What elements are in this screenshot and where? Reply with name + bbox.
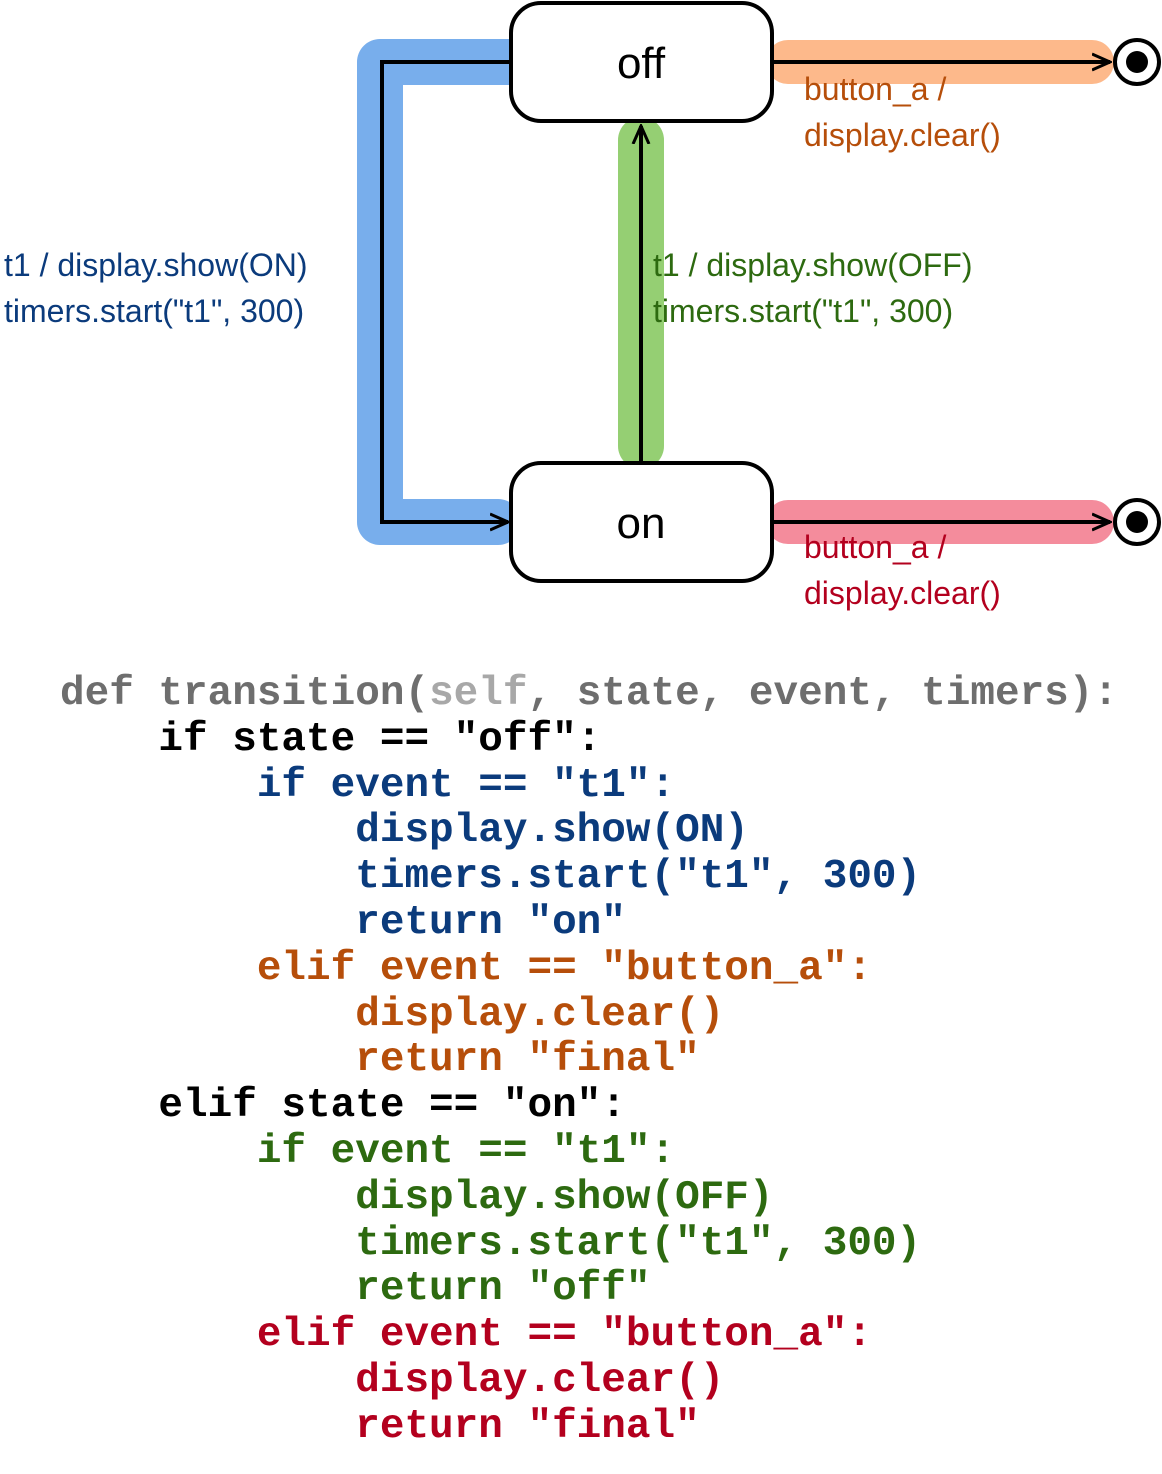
code-line: if event == "t1": [60,762,676,809]
code-line: elif event == "button_a": [60,945,872,992]
on-to-off-label-line2: timers.start("t1", 300) [653,293,953,329]
code-line: display.show(OFF) [60,1174,774,1221]
off-to-on-label-line1: t1 / display.show(ON) [4,247,308,283]
final-state-icon [1113,38,1161,86]
code-token: def transition( [60,671,430,717]
code-token: self [429,671,528,717]
code-line: return "final" [60,1037,700,1084]
code-line: return "off" [60,1266,651,1313]
on-to-final-label-line2: display.clear() [804,575,1001,611]
state-on-label: on [617,499,666,548]
off-to-on-highlight [357,39,535,545]
state-on: on [509,461,774,583]
on-to-off-label-line1: t1 / display.show(OFF) [653,247,972,283]
code-line: display.show(ON) [60,808,749,855]
state-off-label: off [617,39,666,88]
off-to-on-arrow [380,60,512,522]
code-line: timers.start("t1", 300) [60,1220,922,1267]
final-state-icon [1113,498,1161,546]
code-token: , state, event, timers): [527,671,1118,717]
code-line: if event == "t1": [60,1128,676,1175]
code-line: display.clear() [60,991,725,1038]
code-line: elif state == "on": [60,1083,626,1130]
code-line: def transition(self, state, event, timer… [60,671,1118,718]
off-to-on-label-line2: timers.start("t1", 300) [4,293,304,329]
code-line: return "final" [60,1403,700,1450]
code-line: return "on" [60,899,626,946]
on-to-final-label-line1: button_a / [804,529,946,565]
off-to-final-label-line1: button_a / [804,71,946,107]
code-line: if state == "off": [60,716,602,763]
off-to-final-label-line2: display.clear() [804,117,1001,153]
code-line: display.clear() [60,1357,725,1404]
code-line: timers.start("t1", 300) [60,854,922,901]
state-machine-diagram: off on t1 / display.show(ON) timers.star… [4,1,1161,611]
code-listing: def transition(self, state, event, timer… [60,671,1118,1451]
code-line: elif event == "button_a": [60,1312,872,1359]
state-off: off [509,1,774,123]
